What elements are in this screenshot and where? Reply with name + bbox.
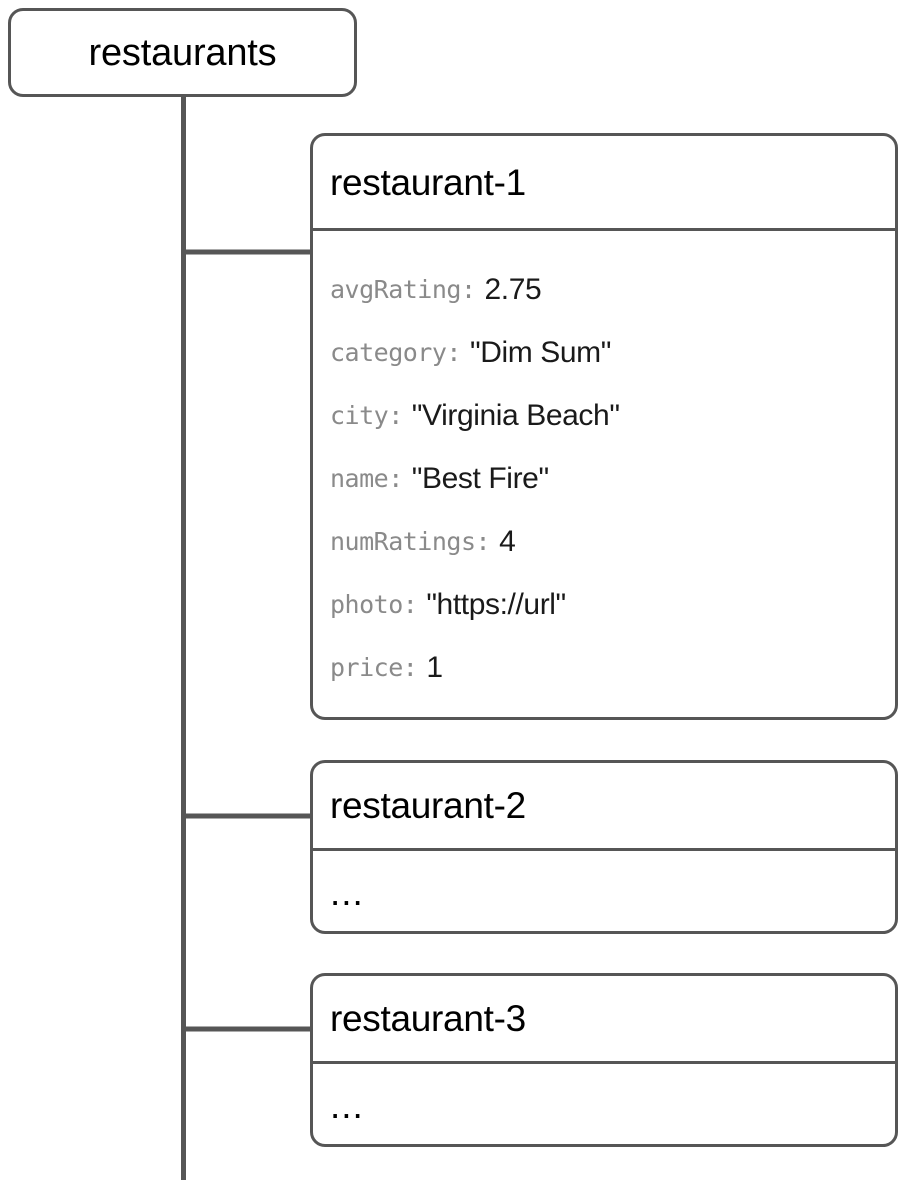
field-value: 2.75 (484, 272, 542, 306)
root-node-label: restaurants (88, 31, 277, 74)
field-key: city: (330, 401, 403, 430)
card-title: restaurant-2 (330, 785, 526, 826)
field-row: city: "Virginia Beach" (330, 384, 895, 447)
card-title: restaurant-1 (330, 161, 526, 203)
card-body: ... (313, 851, 895, 931)
document-card-restaurant-2[interactable]: restaurant-2 ... (310, 760, 898, 934)
field-row: category: "Dim Sum" (330, 321, 895, 384)
field-row: price: 1 (330, 636, 895, 699)
root-node-restaurants[interactable]: restaurants (8, 8, 357, 97)
field-row: name: "Best Fire" (330, 447, 895, 510)
field-row: photo: "https://url" (330, 573, 895, 636)
field-value: 4 (499, 524, 516, 558)
field-key: numRatings: (330, 527, 491, 556)
field-key: photo: (330, 590, 418, 619)
field-row: avgRating: 2.75 (330, 258, 895, 321)
field-key: price: (330, 653, 418, 682)
field-value: 1 (426, 650, 443, 684)
field-value: "https://url" (426, 587, 566, 621)
card-header: restaurant-2 (313, 763, 895, 851)
field-value: "Virginia Beach" (411, 398, 620, 432)
card-fields-list: avgRating: 2.75 category: "Dim Sum" city… (313, 231, 895, 699)
card-body: ... (313, 1064, 895, 1144)
ellipsis-placeholder: ... (330, 1085, 364, 1126)
field-value: "Dim Sum" (469, 335, 612, 369)
field-key: avgRating: (330, 275, 476, 304)
document-card-restaurant-1[interactable]: restaurant-1 avgRating: 2.75 category: "… (310, 133, 898, 720)
field-key: category: (330, 338, 461, 367)
field-key: name: (330, 464, 403, 493)
card-header: restaurant-3 (313, 976, 895, 1064)
card-title: restaurant-3 (330, 998, 526, 1039)
ellipsis-placeholder: ... (330, 872, 364, 913)
document-card-restaurant-3[interactable]: restaurant-3 ... (310, 973, 898, 1147)
field-value: "Best Fire" (411, 461, 549, 495)
card-header: restaurant-1 (313, 136, 895, 231)
field-row: numRatings: 4 (330, 510, 895, 573)
